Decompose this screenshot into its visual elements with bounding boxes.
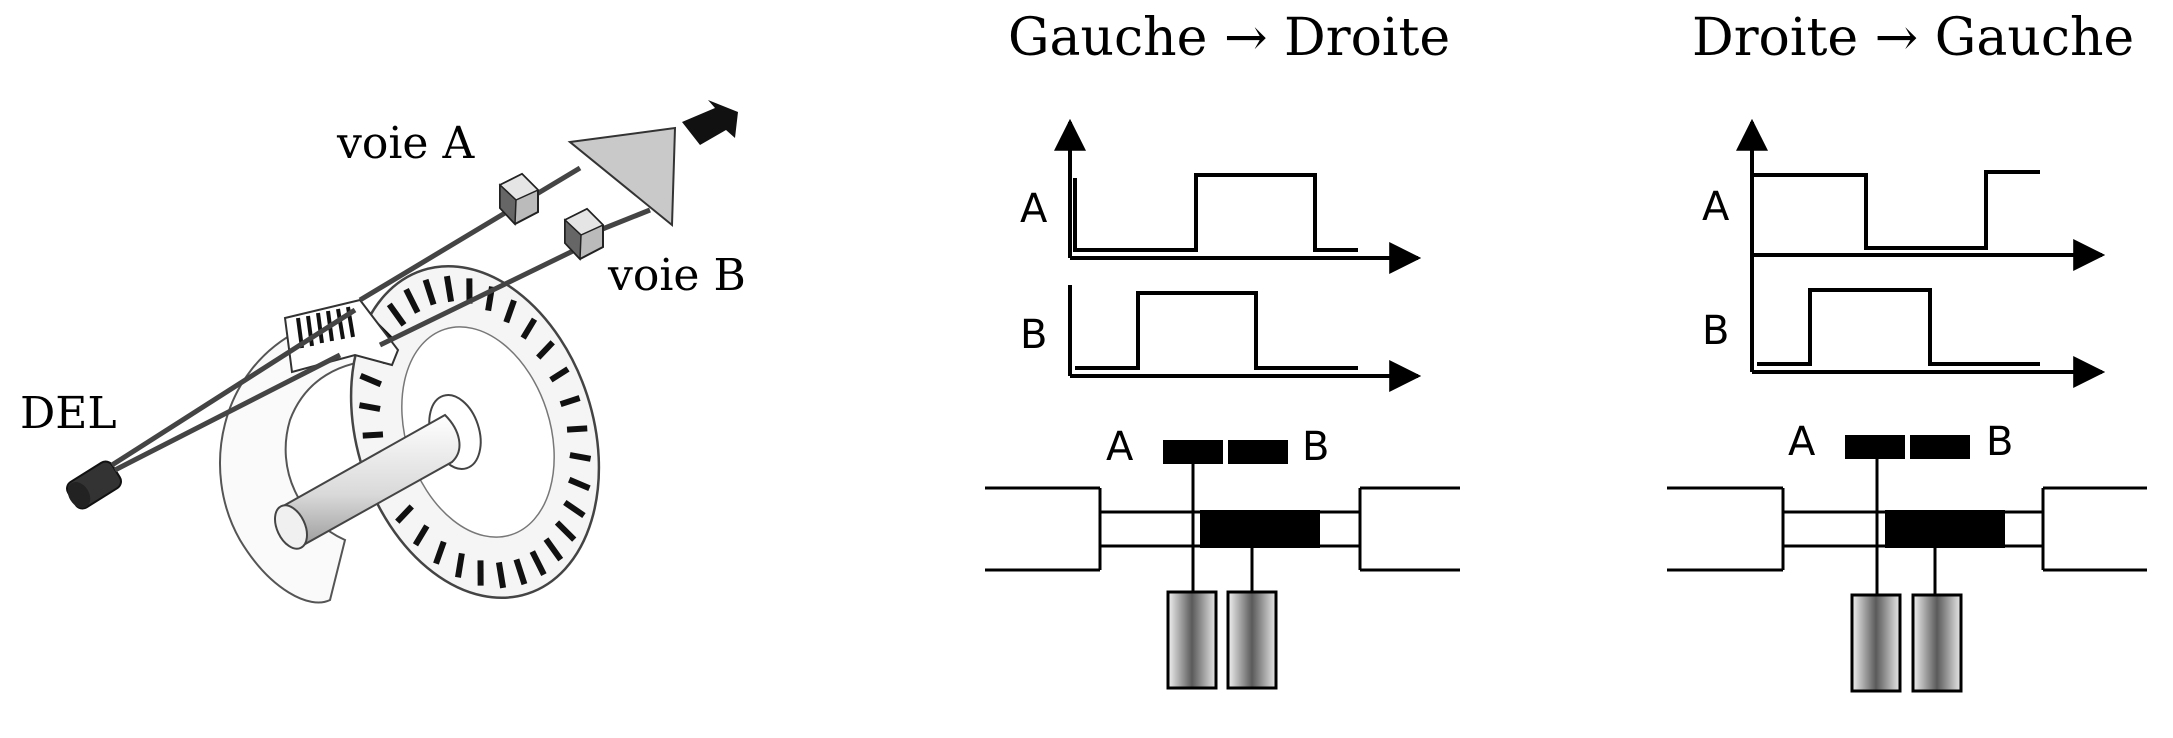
sensor-b-label: B [1986,419,2013,465]
photodiode-b [1228,592,1276,688]
sensor-b-label: B [1302,424,1329,470]
wheel-slot [570,455,591,459]
wheel-slot [499,562,503,587]
wheel-slot [567,428,587,429]
moving-code-bar [1200,510,1320,548]
wheel-slot [359,405,380,409]
photodiode-a [1852,595,1900,691]
track-b-label: voie B [607,250,746,301]
led [63,459,124,513]
sensor-a [1845,435,1905,459]
moving-code-bar [1885,510,2005,548]
wheel-slot [447,276,451,301]
signal-b-waveform [1075,293,1358,368]
signal-b-label: B [1020,312,1047,358]
signal-b-label: B [1702,308,1729,354]
sensor-b [1228,440,1288,464]
photodetector-a [500,174,538,224]
sensor-b [1910,435,1970,459]
signal-b-waveform [1757,290,2040,364]
signal-a-waveform [1752,172,2040,248]
optical-encoder-illustration: DEL voie A voie B [20,100,746,630]
wheel-slot [458,553,462,577]
signal-a-label: A [1702,184,1730,230]
photodiode-b [1913,595,1961,691]
panel-right-to-left: Droite → Gauche A B A B [1667,8,2147,691]
panel-title: Droite → Gauche [1692,8,2134,68]
sensor-a [1163,440,1223,464]
photodiode-a [1168,592,1216,688]
sensor-a-label: A [1106,424,1134,470]
track-a-label: voie A [336,118,475,169]
output-arrow-icon [682,100,738,145]
wheel-slot [363,434,383,435]
sensor-a-label: A [1788,419,1816,465]
led-label: DEL [20,388,117,439]
panel-title: Gauche → Droite [1008,8,1450,68]
signal-a-label: A [1020,186,1048,232]
panel-left-to-right: Gauche → Droite A B A B [985,8,1460,688]
signal-a-waveform [1075,175,1358,250]
